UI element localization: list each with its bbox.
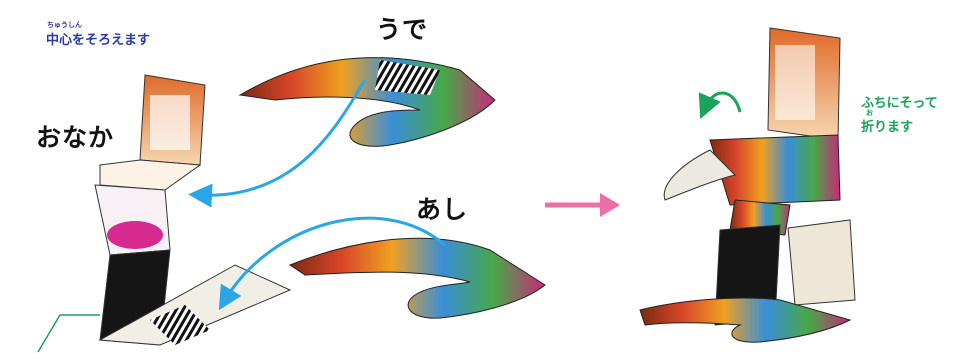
arm-placement-arrow [188,79,367,208]
belly-label: おなか [36,123,115,152]
center-note-ruby: ちゅうしん [47,21,82,29]
center-alignment-note: 中心をそろえます [46,33,151,48]
leg-placement-arrow [218,216,446,311]
body-piece [94,74,292,346]
fold-note-line1: ふちにそって [861,96,938,111]
leg-piece [288,237,546,319]
leg-label: あし [416,195,469,224]
arm-label: うで [376,15,429,44]
fold-note-ruby: お [866,109,873,117]
next-step-arrow-head [600,193,620,217]
fold-note-line2: 折ります [861,120,914,135]
assembled-figure [639,27,856,343]
arm-piece [238,57,496,147]
fold-direction-arrow [698,91,742,120]
leader-line [37,314,100,353]
